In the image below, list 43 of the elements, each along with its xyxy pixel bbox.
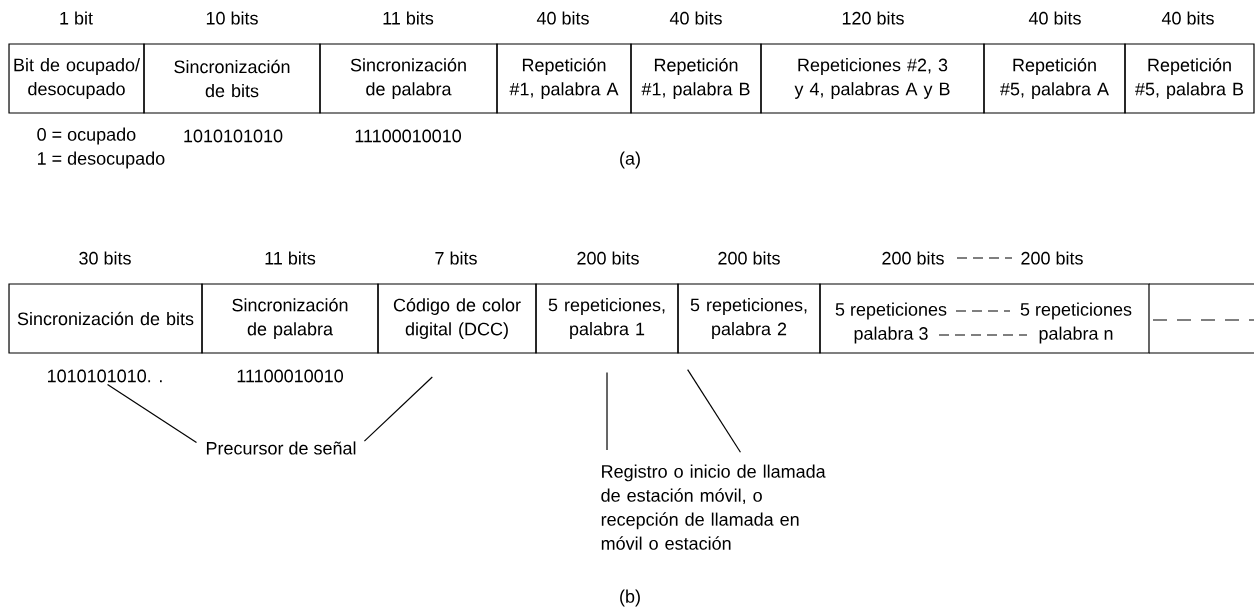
frame-cell: Bit de ocupado/ desocupado [8, 43, 145, 114]
leader-line [687, 369, 742, 453]
bit-count-label: 200 bits [577, 251, 639, 265]
bit-pattern-label: 11100010010 [355, 129, 461, 143]
callout-text: Registro o inicio de llamada de estación móvil, o recepción de llamada en móvil o estación [601, 464, 826, 550]
bit-count-label: 11 bits [383, 11, 434, 25]
bit-count-label: 40 bits [1028, 11, 1081, 25]
bit-pattern-label: 1 = desocupado [38, 151, 165, 169]
frame-cell: Repetición #5, palabra A [983, 43, 1126, 114]
bit-count-label: 10 bits [206, 11, 258, 25]
bit-pattern-label: 0 = ocupado [37, 127, 136, 145]
bit-count-label: 40 bits [1161, 11, 1214, 25]
bit-count-label: 120 bits [842, 11, 904, 25]
bit-pattern-label: 1010101010 [184, 129, 283, 143]
frame-cell: Código de color digital (DCC) [377, 283, 537, 354]
frame-cell: Repeticiones #2, 3 y 4, palabras A y B [760, 43, 985, 114]
frame-cell: 5 repeticiones 5 repeticiones palabra 3 palabra n [819, 283, 1150, 354]
leader-line [363, 376, 433, 442]
bit-count-label: 40 bits [669, 11, 722, 25]
frame-cell: Repetición #1, palabra A [496, 43, 632, 114]
bit-count-label: 30 bits [79, 251, 131, 265]
panel-label: (b) [620, 589, 640, 607]
bit-pattern-label: 11100010010 [237, 369, 343, 383]
bit-count-label: 7 bits [435, 251, 477, 265]
bit-count-label: 1 bit [60, 11, 93, 25]
bit-count-label: 200 bits [718, 251, 780, 265]
leader-line [606, 372, 608, 451]
frame-cell: Repetición #5, palabra B [1124, 43, 1255, 114]
bit-pattern-label: 1010101010. . [48, 369, 162, 383]
frame-cell: Repetición #1, palabra B [630, 43, 762, 114]
panel-label: (a) [620, 151, 640, 169]
bit-count-label: 40 bits [536, 11, 589, 25]
frame-cell: 5 repeticiones, palabra 2 [677, 283, 821, 354]
frame-cell: 5 repeticiones, palabra 1 [535, 283, 679, 354]
frame-cell: Sincronización de bits [143, 43, 321, 114]
frame-cell: Sincronización de bits [8, 283, 203, 354]
frame-cell: Sincronización de palabra [201, 283, 379, 354]
bit-count-label: 200 bits [1021, 251, 1083, 265]
leader-line [106, 384, 198, 444]
callout-text: Precursor de señal [206, 441, 356, 455]
bit-count-label: 200 bits [882, 251, 944, 265]
bit-count-label: 11 bits [265, 251, 316, 265]
frame-cell: Sincronización de palabra [319, 43, 498, 114]
